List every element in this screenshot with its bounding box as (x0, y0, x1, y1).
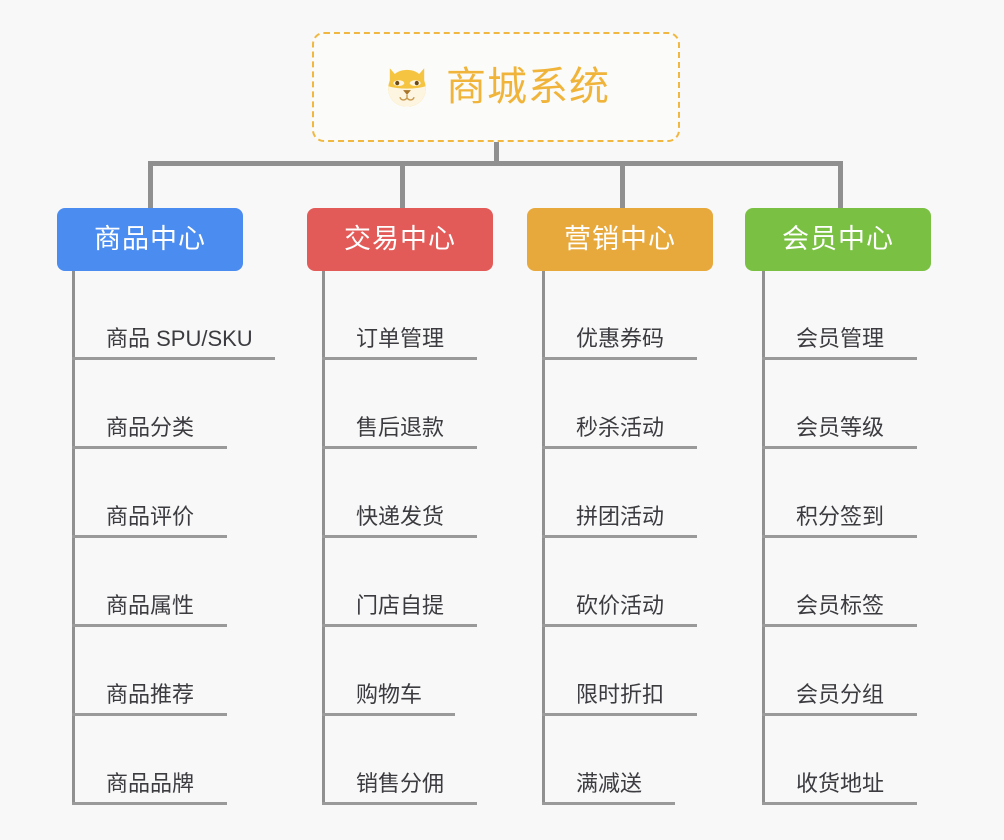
leaf-label: 商品 SPU/SKU (106, 326, 253, 351)
leaf-label: 收货地址 (796, 771, 885, 796)
leaf-item[interactable]: 购物车 (322, 627, 465, 716)
leaf-underline (322, 713, 455, 716)
connector-bus (148, 161, 840, 166)
leaf-underline (762, 713, 917, 716)
leaf-underline (542, 535, 697, 538)
leaf-underline (762, 446, 917, 449)
category-trade-center[interactable]: 交易中心 (307, 208, 493, 271)
leaf-item[interactable]: 订单管理 (322, 271, 487, 360)
leaf-underline (72, 713, 227, 716)
leaf-label: 优惠券码 (576, 326, 665, 351)
leaf-label: 满减送 (576, 771, 643, 796)
leaf-item[interactable]: 商品评价 (72, 449, 237, 538)
branch-spine (72, 271, 75, 805)
leaf-item[interactable]: 商品推荐 (72, 627, 237, 716)
leaf-item[interactable]: 快递发货 (322, 449, 487, 538)
leaf-item[interactable]: 限时折扣 (542, 627, 707, 716)
leaf-underline (72, 802, 227, 805)
root-title: 商城系统 (446, 65, 610, 109)
leaf-underline (322, 624, 477, 627)
leaf-underline (72, 357, 275, 360)
leaf-underline (322, 357, 477, 360)
leaf-label: 砍价活动 (576, 593, 665, 618)
leaf-item[interactable]: 销售分佣 (322, 716, 487, 805)
branch-spine (762, 271, 765, 805)
leaf-item[interactable]: 积分签到 (762, 449, 927, 538)
branch-spine (542, 271, 545, 805)
leaf-label: 订单管理 (356, 326, 445, 351)
leaf-underline (322, 446, 477, 449)
leaf-item[interactable]: 门店自提 (322, 538, 487, 627)
category-product-center[interactable]: 商品中心 (57, 208, 243, 271)
leaf-underline (542, 802, 675, 805)
leaf-underline (762, 802, 917, 805)
leaf-label: 积分签到 (796, 504, 885, 529)
leaf-item[interactable]: 商品品牌 (72, 716, 237, 805)
leaf-label: 会员分组 (796, 682, 885, 707)
leaf-item[interactable]: 商品属性 (72, 538, 237, 627)
category-marketing-center[interactable]: 营销中心 (527, 208, 713, 271)
leaf-underline (542, 357, 697, 360)
leaf-item[interactable]: 售后退款 (322, 360, 487, 449)
leaf-label: 售后退款 (356, 415, 445, 440)
leaf-underline (542, 624, 697, 627)
root-node[interactable]: 商城系统 (312, 32, 680, 142)
leaf-underline (762, 535, 917, 538)
leaf-underline (322, 802, 477, 805)
leaf-item[interactable]: 商品分类 (72, 360, 237, 449)
leaf-item[interactable]: 秒杀活动 (542, 360, 707, 449)
leaf-label: 销售分佣 (356, 771, 445, 796)
leaf-label: 秒杀活动 (576, 415, 665, 440)
leaf-label: 购物车 (356, 682, 423, 707)
connector-root-stem (494, 142, 499, 164)
leaf-underline (762, 624, 917, 627)
category-label: 营销中心 (564, 224, 676, 254)
leaf-label: 拼团活动 (576, 504, 665, 529)
leaf-item[interactable]: 会员管理 (762, 271, 927, 360)
leaf-label: 快递发货 (356, 504, 445, 529)
leaf-underline (762, 357, 917, 360)
category-label: 交易中心 (344, 224, 456, 254)
leaf-label: 门店自提 (356, 593, 445, 618)
leaf-underline (542, 713, 697, 716)
leaf-label: 会员管理 (796, 326, 885, 351)
leaf-item[interactable]: 拼团活动 (542, 449, 707, 538)
leaf-label: 会员标签 (796, 593, 885, 618)
connector-drop-product-center (148, 161, 153, 208)
dog-face-icon (388, 68, 426, 107)
leaf-item[interactable]: 会员分组 (762, 627, 927, 716)
leaf-underline (542, 446, 697, 449)
category-member-center[interactable]: 会员中心 (745, 208, 931, 271)
leaf-underline (322, 535, 477, 538)
category-label: 会员中心 (782, 224, 894, 254)
leaf-label: 限时折扣 (576, 682, 665, 707)
leaf-item[interactable]: 满减送 (542, 716, 685, 805)
category-label: 商品中心 (94, 224, 206, 254)
connector-drop-member-center (838, 161, 843, 208)
leaf-item[interactable]: 会员等级 (762, 360, 927, 449)
leaf-item[interactable]: 砍价活动 (542, 538, 707, 627)
leaf-item[interactable]: 会员标签 (762, 538, 927, 627)
connector-drop-trade-center (400, 161, 405, 208)
leaf-underline (72, 624, 227, 627)
leaf-label: 商品分类 (106, 415, 195, 440)
leaf-item[interactable]: 商品 SPU/SKU (72, 271, 285, 360)
leaf-label: 商品属性 (106, 593, 195, 618)
leaf-item[interactable]: 优惠券码 (542, 271, 707, 360)
leaf-label: 商品推荐 (106, 682, 195, 707)
leaf-underline (72, 446, 227, 449)
leaf-label: 商品评价 (106, 504, 195, 529)
connector-drop-marketing-center (620, 161, 625, 208)
leaf-underline (72, 535, 227, 538)
leaf-item[interactable]: 收货地址 (762, 716, 927, 805)
leaf-label: 商品品牌 (106, 771, 195, 796)
leaf-label: 会员等级 (796, 415, 885, 440)
branch-spine (322, 271, 325, 805)
